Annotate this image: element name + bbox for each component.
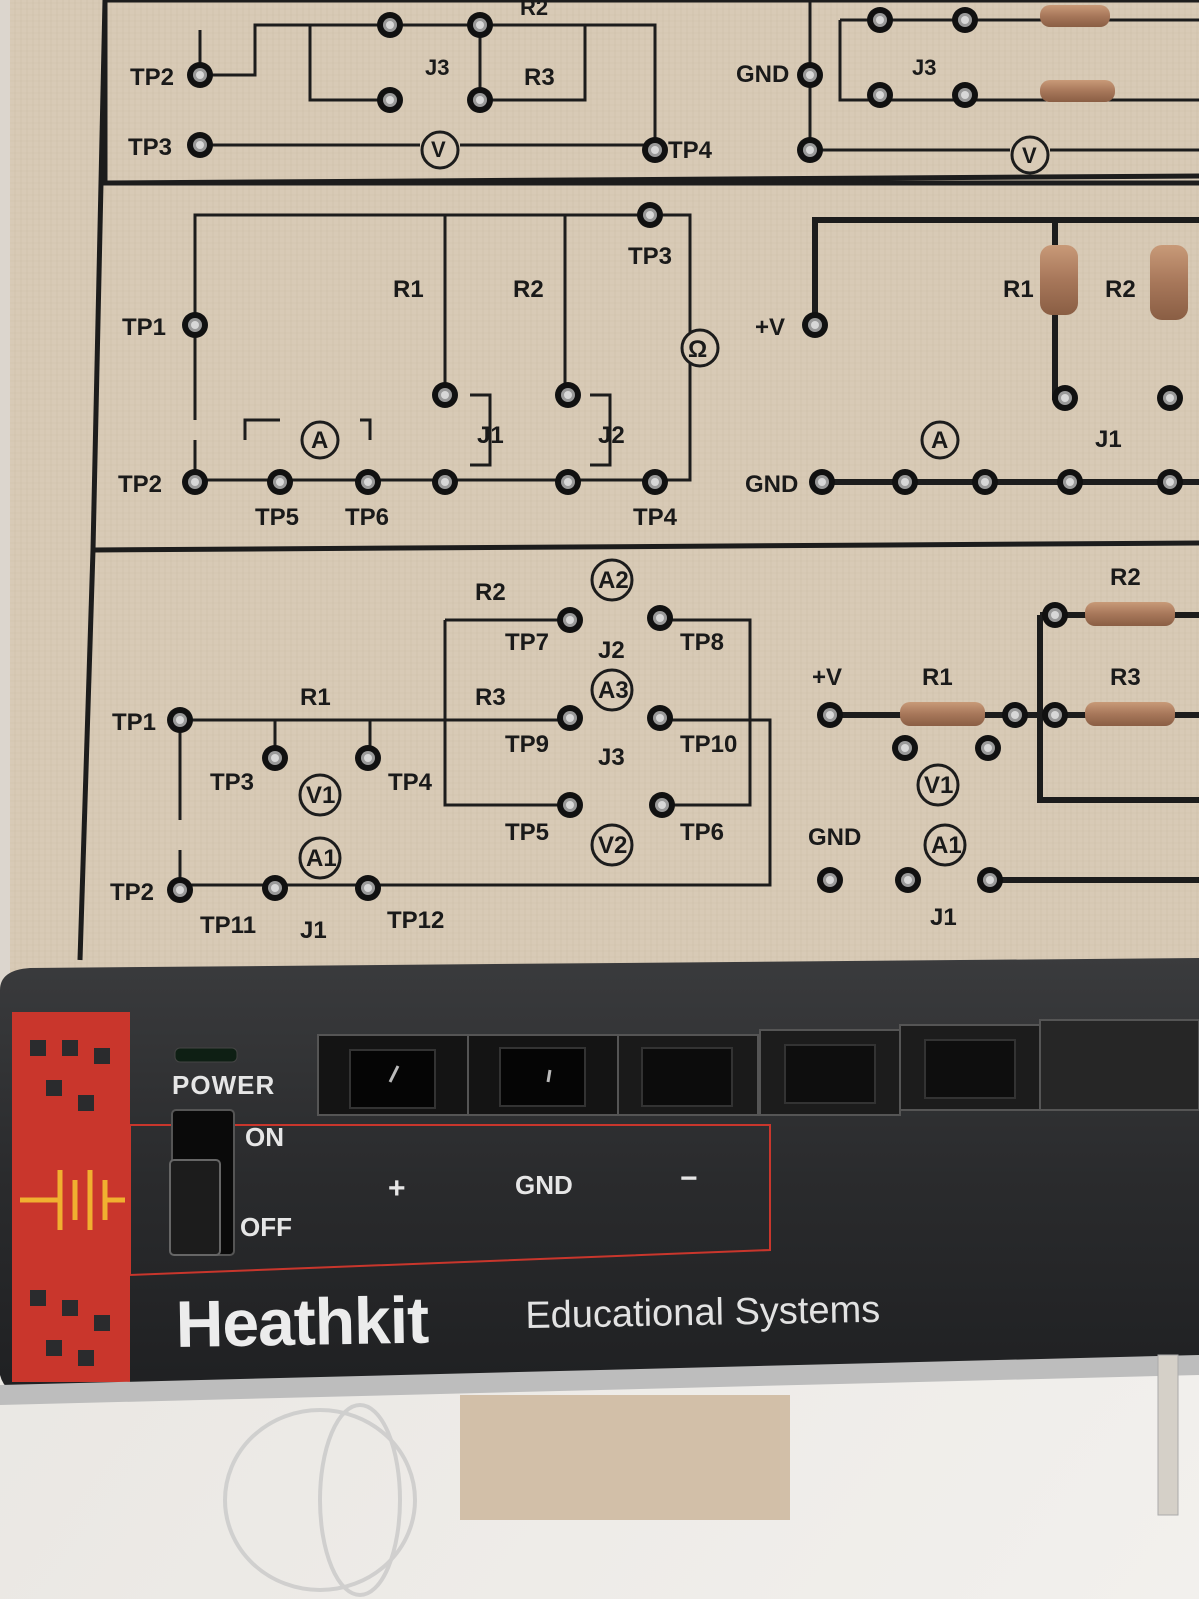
svg-text:A: A [311, 427, 328, 454]
svg-text:TP1: TP1 [122, 314, 166, 341]
circuit-section-1 [198, 0, 1199, 175]
svg-text:R2: R2 [1110, 564, 1141, 591]
svg-text:TP4: TP4 [668, 137, 713, 164]
svg-text:R3: R3 [524, 64, 555, 91]
section-1-resistors [1040, 5, 1115, 102]
svg-text:TP11: TP11 [200, 912, 256, 939]
svg-text:TP1: TP1 [112, 709, 156, 736]
svg-text:R3: R3 [1110, 664, 1141, 691]
glass-object [223, 1403, 417, 1597]
svg-text:V: V [431, 137, 446, 162]
panel-bottom-edge [0, 1355, 1199, 1405]
svg-text:TP4: TP4 [388, 769, 433, 796]
power-label: POWER [172, 1070, 276, 1100]
section-2-right-posts [802, 245, 1188, 495]
section-2-right-labels: +V GND R1 R2 J1 A [745, 276, 1136, 498]
svg-text:J1: J1 [477, 422, 504, 449]
brand-logo: Heathkit [175, 1282, 429, 1361]
svg-text:TP6: TP6 [680, 819, 724, 846]
svg-text:J3: J3 [598, 744, 625, 771]
svg-text:R1: R1 [1003, 276, 1034, 303]
battery-symbol-icon [20, 1170, 125, 1230]
svg-text:R3: R3 [475, 684, 506, 711]
section-3-right-labels: +V R1 R2 R3 GND J1 V1 A1 [808, 564, 1141, 931]
svg-text:+V: +V [812, 664, 842, 691]
jack-wires [388, 1065, 552, 1083]
circuit-section-3-left [178, 558, 772, 887]
svg-text:J1: J1 [300, 917, 327, 944]
svg-text:A: A [931, 427, 948, 454]
svg-text:TP5: TP5 [505, 819, 549, 846]
svg-text:TP2: TP2 [110, 879, 154, 906]
svg-text:J2: J2 [598, 637, 625, 664]
gnd-jack[interactable] [499, 1047, 586, 1107]
side-bracket [1157, 1354, 1179, 1516]
svg-text:TP3: TP3 [210, 769, 254, 796]
svg-text:Ω: Ω [688, 336, 707, 363]
svg-text:GND: GND [736, 61, 789, 88]
svg-text:J1: J1 [930, 904, 957, 931]
brand-subtitle: Educational Systems [525, 1288, 881, 1337]
svg-text:J3: J3 [912, 55, 936, 80]
jack-5[interactable] [924, 1039, 1016, 1099]
gnd-label: GND [515, 1170, 573, 1200]
svg-text:R2: R2 [520, 0, 548, 20]
svg-text:TP3: TP3 [128, 134, 172, 161]
svg-text:J1: J1 [1095, 426, 1122, 453]
svg-text:TP6: TP6 [345, 504, 389, 531]
svg-text:R2: R2 [475, 579, 506, 606]
section-3-right-posts [817, 602, 1175, 893]
svg-text:R2: R2 [513, 276, 544, 303]
svg-text:TP4: TP4 [633, 504, 678, 531]
power-switch[interactable] [169, 1159, 221, 1256]
svg-text:V: V [1022, 143, 1037, 168]
svg-text:TP9: TP9 [505, 731, 549, 758]
svg-text:TP2: TP2 [118, 471, 162, 498]
svg-text:A2: A2 [598, 567, 629, 594]
plus-label: + [388, 1172, 406, 1205]
svg-text:V2: V2 [598, 832, 627, 859]
svg-text:GND: GND [745, 471, 798, 498]
svg-text:TP10: TP10 [680, 731, 737, 758]
on-label: ON [245, 1122, 284, 1152]
svg-text:TP2: TP2 [130, 64, 174, 91]
svg-text:GND: GND [808, 824, 861, 851]
board-tab [460, 1395, 790, 1520]
section-3-left-labels: TP1 TP2 R1 TP3 TP4 TP11 J1 TP12 R2 TP7 J… [110, 567, 737, 944]
svg-text:A1: A1 [931, 832, 962, 859]
svg-text:TP8: TP8 [680, 629, 724, 656]
circuit-section-2-left [193, 213, 720, 482]
decorative-stripe [12, 1012, 130, 1382]
svg-text:R2: R2 [1105, 276, 1136, 303]
trainer-board [0, 0, 1199, 1000]
off-label: OFF [240, 1212, 292, 1242]
minus-jack[interactable] [641, 1047, 733, 1107]
stripe-pattern [30, 1040, 110, 1366]
svg-text:J2: J2 [598, 422, 625, 449]
svg-text:V1: V1 [924, 772, 953, 799]
section-1-labels: TP2 TP3 J3 R3 R2 TP4 GND J3 V V [128, 0, 1037, 168]
power-led [174, 1047, 238, 1063]
svg-text:TP5: TP5 [255, 504, 299, 531]
svg-text:V1: V1 [306, 782, 335, 809]
svg-text:R1: R1 [393, 276, 424, 303]
svg-text:J3: J3 [425, 55, 449, 80]
jack-row [317, 1019, 1199, 1116]
svg-text:R1: R1 [300, 684, 331, 711]
svg-text:R1: R1 [922, 664, 953, 691]
jack-4[interactable] [784, 1044, 876, 1104]
svg-text:TP3: TP3 [628, 243, 672, 270]
svg-text:+V: +V [755, 314, 785, 341]
svg-text:TP12: TP12 [387, 907, 444, 934]
svg-text:A3: A3 [598, 677, 629, 704]
svg-text:A1: A1 [306, 845, 337, 872]
svg-text:TP7: TP7 [505, 629, 549, 656]
section-2-left-labels: TP1 TP2 R1 R2 TP3 J1 J2 TP5 TP6 TP4 A Ω [118, 243, 707, 531]
minus-label: − [680, 1162, 698, 1195]
